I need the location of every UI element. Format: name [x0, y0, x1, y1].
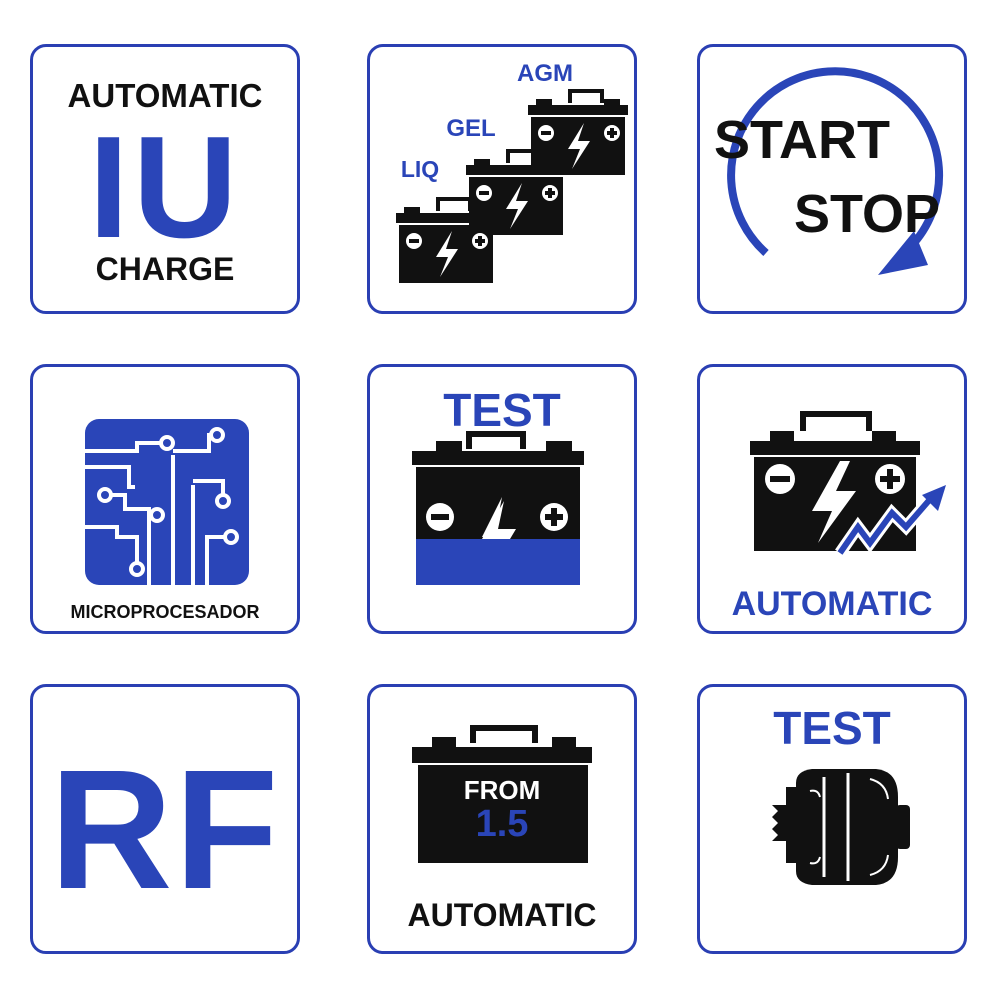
liq-label: LIQ [400, 156, 440, 182]
test-alternator-tile: TEST [697, 684, 967, 954]
iu-top-label: AUTOMATIC [67, 77, 263, 114]
battery-types-tile: AGM GEL LIQ [367, 44, 637, 314]
start-stop-tile: START STOP [697, 44, 967, 314]
automatic-label: AUTOMATIC [731, 585, 933, 623]
agm-label: AGM [517, 60, 573, 87]
battery-icon [412, 431, 584, 585]
iu-charge-tile: AUTOMATIC IU CHARGE [30, 44, 300, 314]
iu-bottom-label: CHARGE [95, 251, 235, 287]
circuit-chip-icon [85, 419, 249, 585]
circular-arrow-icon [727, 67, 944, 275]
gel-label: GEL [446, 115, 496, 142]
alternator-icon [772, 769, 910, 885]
micro-label: MICROPROCESADOR [70, 602, 260, 622]
from-line2: 1.5 [475, 803, 529, 845]
rf-label: RF [49, 735, 281, 925]
test-alternator-label: TEST [773, 702, 891, 754]
from-line1: FROM [463, 775, 541, 805]
battery-trend-arrow-icon [750, 411, 946, 557]
battery-icon [412, 725, 592, 863]
stop-label: STOP [794, 184, 941, 244]
rf-tile: RF [30, 684, 300, 954]
automatic-battery-tile: AUTOMATIC [697, 364, 967, 634]
microprocessor-tile: MICROPROCESADOR [30, 364, 300, 634]
from-automatic-label: AUTOMATIC [407, 897, 597, 933]
from-tile: FROM 1.5 AUTOMATIC [367, 684, 637, 954]
start-label: START [714, 110, 890, 170]
test-battery-tile: TEST [367, 364, 637, 634]
test-battery-label: TEST [443, 384, 561, 436]
iu-big-label: IU [88, 106, 242, 268]
